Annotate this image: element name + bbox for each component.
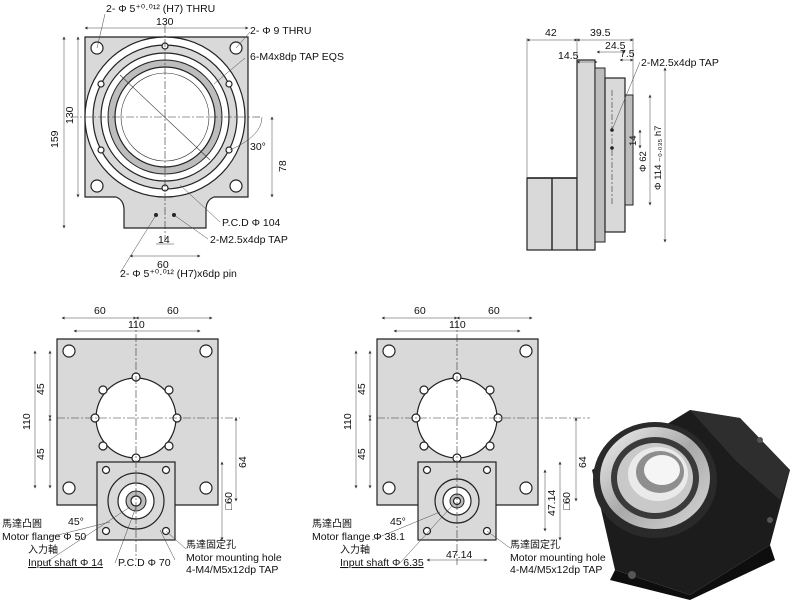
br-dim-sq60: □60 (561, 492, 573, 510)
dim-42: 42 (545, 27, 557, 39)
dim-14-5: 14.5 (558, 50, 579, 62)
bl-dim-45b: 45 (35, 448, 47, 460)
dim-phi-114: Φ 114 ₋₀.₀₃₅ h7 (653, 126, 664, 190)
bl-dim-110: 110 (128, 319, 145, 331)
callout-thru-9: 2- Φ 9 THRU (250, 25, 311, 37)
br-label-shaft-cn: 入力軸 (340, 543, 370, 556)
dim-angle-30: 30° (250, 141, 266, 153)
callout-m25-tap: 2-M2.5x4dp TAP (210, 234, 288, 246)
callout-m25-side: 2-M2.5x4dp TAP (641, 57, 719, 69)
bottom-left-view (33, 316, 240, 564)
br-dim-60b: 60 (488, 305, 500, 317)
bl-label-shaft-en: Input shaft Φ 14 (28, 557, 103, 569)
bottom-right-view (354, 316, 590, 565)
bl-label-mount-en: Motor mounting hole (186, 552, 282, 564)
dim-side-78: 78 (277, 160, 289, 172)
br-label-flange-en: Motor flange Φ 38.1 (312, 531, 405, 543)
dim-height-159: 159 (49, 130, 61, 148)
bl-label-pcd: P.C.D Φ 70 (118, 557, 171, 569)
dim-24-5: 24.5 (605, 40, 626, 52)
dim-height-130: 130 (64, 106, 76, 124)
bl-label-flange-en: Motor flange Φ 50 (2, 531, 86, 543)
dim-width-130: 130 (156, 16, 174, 28)
callout-tap-m4: 6-M4x8dp TAP EQS (250, 51, 344, 63)
br-dim-60a: 60 (414, 305, 426, 317)
dim-39-5: 39.5 (590, 27, 611, 39)
br-dim-45b: 45 (356, 448, 368, 460)
bl-label-mount-cn: 馬達固定孔 (186, 538, 236, 551)
top-view-front (62, 13, 274, 274)
bl-label-flange-cn: 馬達凸圓 (2, 518, 42, 530)
br-label-mount-cn: 馬達固定孔 (510, 538, 560, 551)
bl-dim-64: 64 (237, 456, 249, 468)
top-view-side (526, 38, 667, 251)
br-label-mount-en: Motor mounting hole (510, 552, 606, 564)
bl-dim-sq60: □60 (223, 492, 235, 510)
product-photo (592, 410, 790, 600)
dim-14: 14 (158, 234, 170, 246)
br-dim-110: 110 (449, 319, 466, 331)
bl-dim-110v: 110 (21, 413, 33, 430)
bl-label-mount-tap: 4-M4/M5x12dp TAP (186, 564, 278, 576)
br-label-shaft-en: Input shaft Φ 6.35 (340, 557, 424, 569)
br-dim-47-14v: 47.14 (546, 490, 558, 516)
bl-dim-60a: 60 (94, 305, 106, 317)
br-dim-110v: 110 (342, 413, 354, 430)
br-dim-47-14h: 47.14 (446, 549, 472, 561)
bl-dim-45deg: 45° (68, 516, 84, 528)
br-dim-64: 64 (577, 456, 589, 468)
br-label-flange-cn: 馬達凸圓 (312, 518, 352, 530)
callout-pcd-104: P.C.D Φ 104 (222, 217, 281, 229)
br-dim-45deg: 45° (390, 516, 406, 528)
bl-dim-60b: 60 (167, 305, 179, 317)
dim-phi-62: Φ 62 (638, 151, 649, 172)
callout-holes-h7: 2- Φ 5⁺⁰·⁰¹² (H7) THRU (106, 3, 215, 15)
br-dim-45a: 45 (356, 383, 368, 395)
br-label-mount-tap: 4-M4/M5x12dp TAP (510, 564, 602, 576)
bl-dim-45a: 45 (35, 383, 47, 395)
dim-60: 60 (157, 259, 169, 271)
bl-label-shaft-cn: 入力軸 (28, 543, 58, 556)
dim-7-5: 7.5 (620, 48, 635, 60)
callout-pin: 2- Φ 5⁺⁰·⁰¹² (H7)x6dp pin (120, 268, 237, 280)
dim-14-side: 14 (628, 135, 639, 146)
